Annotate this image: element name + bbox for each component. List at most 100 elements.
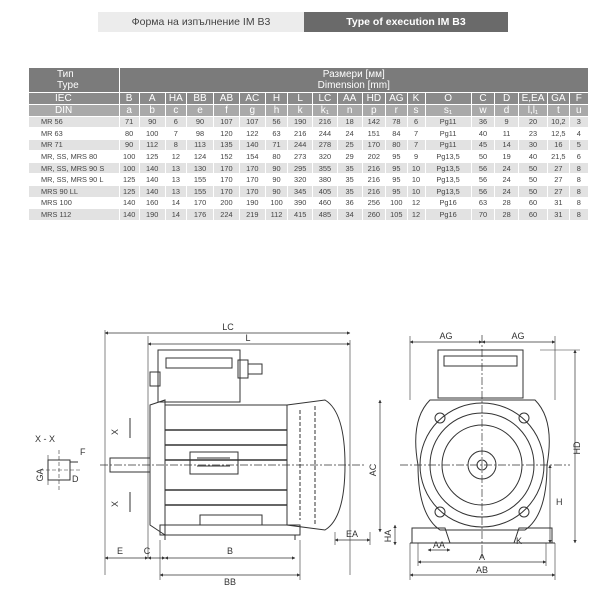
label-d: D bbox=[72, 474, 79, 484]
table-cell: 28 bbox=[494, 197, 519, 210]
table-cell: 13 bbox=[165, 162, 188, 175]
motor-type-cell: MR 71 bbox=[29, 139, 120, 152]
table-cell: 8 bbox=[569, 208, 590, 221]
table-cell: 105 bbox=[385, 208, 408, 221]
din-header: w bbox=[471, 104, 496, 117]
table-cell: 84 bbox=[385, 127, 408, 140]
table-cell: Pg16 bbox=[425, 208, 472, 221]
table-cell: 7 bbox=[407, 139, 426, 152]
table-cell: 152 bbox=[213, 150, 240, 163]
table-cell: 190 bbox=[239, 197, 266, 210]
table-cell: 25 bbox=[337, 139, 363, 152]
table-cell: 125 bbox=[119, 185, 140, 198]
table-cell: 278 bbox=[312, 139, 338, 152]
table-cell: 140 bbox=[139, 162, 166, 175]
table-cell: 4 bbox=[569, 127, 590, 140]
motor-type-cell: MR 56 bbox=[29, 116, 120, 129]
label-e: E bbox=[117, 546, 123, 556]
label-ea: EA bbox=[346, 529, 358, 539]
end-shield bbox=[149, 399, 166, 536]
table-cell: 35 bbox=[337, 162, 363, 175]
din-label: DIN bbox=[29, 104, 120, 117]
table-cell: 11 bbox=[494, 127, 519, 140]
table-cell: 19 bbox=[494, 150, 519, 163]
table-cell: 244 bbox=[312, 127, 338, 140]
table-cell: Pg11 bbox=[425, 127, 472, 140]
table-cell: 140 bbox=[139, 185, 166, 198]
motor-type-cell: MR, SS, MRS 80 bbox=[29, 150, 120, 163]
table-cell: 71 bbox=[119, 116, 140, 129]
table-cell: 63 bbox=[471, 197, 496, 210]
table-cell: 112 bbox=[265, 208, 289, 221]
table-cell: 190 bbox=[139, 208, 166, 221]
table-cell: 170 bbox=[213, 185, 240, 198]
table-cell: 155 bbox=[186, 185, 215, 198]
table-cell: 273 bbox=[287, 150, 314, 163]
table-cell: 3 bbox=[569, 116, 590, 129]
motor-type-cell: MR, SS, MRS 90 L bbox=[29, 173, 120, 187]
table-cell: 140 bbox=[239, 139, 266, 152]
din-header: n bbox=[337, 104, 363, 117]
table-cell: 27 bbox=[547, 173, 570, 187]
din-header: k bbox=[287, 104, 314, 117]
table-cell: 50 bbox=[518, 162, 549, 175]
motor-type-cell: MR, SS, MRS 90 S bbox=[29, 162, 120, 175]
dimension-header: Размери [мм]Dimension [mm] bbox=[119, 68, 590, 93]
din-header: g bbox=[239, 104, 266, 117]
din-header: s₁ bbox=[425, 104, 472, 117]
label-bb: BB bbox=[224, 577, 236, 587]
label-hd: HD bbox=[572, 441, 582, 454]
table-cell: 155 bbox=[186, 173, 215, 187]
table-cell: 8 bbox=[569, 185, 590, 198]
iec-header: C bbox=[471, 92, 496, 105]
table-cell: 9 bbox=[494, 116, 519, 129]
label-lc: LC bbox=[222, 322, 234, 332]
din-header: e bbox=[186, 104, 215, 117]
table-cell: 90 bbox=[265, 185, 289, 198]
table-cell: 140 bbox=[139, 173, 166, 187]
din-header: k₁ bbox=[312, 104, 338, 117]
table-cell: 14 bbox=[165, 197, 188, 210]
table-cell: 140 bbox=[119, 208, 140, 221]
iec-header: H bbox=[265, 92, 289, 105]
motor-type-cell: MR 63 bbox=[29, 127, 120, 140]
table-cell: 16 bbox=[547, 139, 570, 152]
iec-header: D bbox=[494, 92, 519, 105]
table-cell: 170 bbox=[213, 173, 240, 187]
table-cell: 8 bbox=[569, 197, 590, 210]
table-cell: 60 bbox=[518, 208, 549, 221]
table-cell: 36 bbox=[471, 116, 496, 129]
table-cell: 170 bbox=[213, 162, 240, 175]
iec-header: L bbox=[287, 92, 314, 105]
label-h: H bbox=[556, 497, 563, 507]
table-cell: 24 bbox=[494, 162, 519, 175]
iec-header: K bbox=[407, 92, 426, 105]
iec-header: E,EA bbox=[518, 92, 549, 105]
terminal-box-side bbox=[157, 349, 241, 403]
table-cell: 56 bbox=[265, 116, 289, 129]
table-cell: 216 bbox=[362, 185, 387, 198]
table-cell: 21,5 bbox=[547, 150, 570, 163]
table-cell: 70 bbox=[471, 208, 496, 221]
din-header: h bbox=[265, 104, 289, 117]
type-label-en: Type bbox=[57, 79, 79, 91]
table-cell: 27 bbox=[547, 162, 570, 175]
din-header: f bbox=[213, 104, 240, 117]
table-cell: 485 bbox=[312, 208, 338, 221]
table-cell: 224 bbox=[213, 208, 240, 221]
table-cell: 122 bbox=[239, 127, 266, 140]
din-header: p bbox=[362, 104, 387, 117]
table-cell: 30 bbox=[518, 139, 549, 152]
table-cell: 10,2 bbox=[547, 116, 570, 129]
table-cell: 415 bbox=[287, 208, 314, 221]
label-a: A bbox=[479, 552, 485, 562]
table-cell: 90 bbox=[265, 162, 289, 175]
table-cell: 176 bbox=[186, 208, 215, 221]
table-cell: 113 bbox=[186, 139, 215, 152]
table-cell: 24 bbox=[494, 185, 519, 198]
